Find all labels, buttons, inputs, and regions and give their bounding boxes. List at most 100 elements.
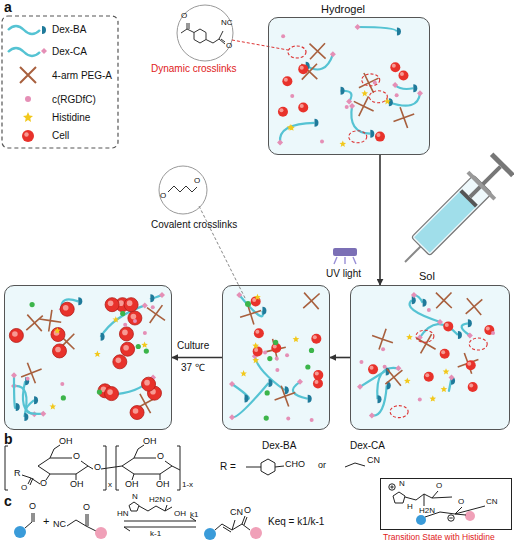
covalent-crosslink bbox=[267, 356, 272, 361]
cell bbox=[119, 327, 133, 341]
line-shape bbox=[405, 246, 421, 262]
ba-group bbox=[25, 377, 29, 385]
rect-shape bbox=[414, 191, 476, 253]
panel-letter: a bbox=[4, 0, 12, 15]
rgd-dot bbox=[286, 417, 290, 421]
dextran-chain bbox=[280, 123, 315, 143]
cell-core bbox=[273, 345, 277, 349]
ba-group bbox=[389, 98, 393, 106]
covalent-crosslink bbox=[144, 349, 149, 354]
chem-label: OH bbox=[174, 510, 186, 519]
cell-core bbox=[469, 384, 473, 388]
path-shape bbox=[168, 186, 197, 192]
ca-group bbox=[355, 24, 361, 30]
histidine-star bbox=[113, 316, 120, 322]
circle-shape bbox=[14, 526, 26, 538]
cell-core bbox=[12, 331, 18, 337]
rgd-dot bbox=[491, 331, 495, 335]
circle-shape bbox=[448, 515, 454, 521]
ba-group bbox=[245, 394, 249, 402]
path-shape bbox=[232, 40, 288, 50]
ca-group bbox=[277, 139, 283, 145]
rgd-dot bbox=[381, 347, 385, 351]
rgd-dot bbox=[133, 319, 137, 323]
ba-group bbox=[78, 297, 82, 305]
ca-group bbox=[229, 414, 235, 420]
histidine-star bbox=[361, 90, 368, 96]
ba-group bbox=[24, 413, 28, 421]
path-shape bbox=[334, 257, 356, 264]
chem-label: CN bbox=[486, 498, 498, 507]
dextran-chain bbox=[351, 106, 370, 134]
dextran-chain bbox=[395, 85, 413, 89]
cell-core bbox=[376, 133, 380, 137]
cell bbox=[124, 298, 138, 312]
cell bbox=[105, 298, 119, 312]
box-fill bbox=[268, 17, 430, 155]
chem-label: Dynamic crosslinks bbox=[151, 63, 237, 74]
histidine-star bbox=[430, 395, 437, 401]
chem-label: k-1 bbox=[150, 530, 161, 539]
chem-label: O bbox=[436, 482, 442, 491]
rect-shape bbox=[490, 152, 514, 177]
chem-label: O bbox=[194, 177, 200, 186]
chem-label: N bbox=[399, 480, 405, 489]
cell-core bbox=[123, 345, 129, 351]
path-shape bbox=[25, 513, 34, 528]
cell bbox=[52, 344, 66, 358]
scene-box: Covalent crosslinks bbox=[222, 285, 330, 430]
dextran-chain bbox=[358, 27, 397, 31]
histidine-star bbox=[441, 386, 448, 392]
cell-core bbox=[55, 347, 61, 353]
ca-group bbox=[357, 384, 363, 390]
chem-label: Dex-BA bbox=[262, 440, 296, 451]
chem-label: CN bbox=[367, 456, 380, 466]
ca-group bbox=[417, 90, 423, 96]
histidine-star bbox=[50, 403, 57, 409]
scene-box bbox=[4, 285, 172, 430]
path-shape bbox=[116, 446, 119, 490]
chem-label: O bbox=[244, 506, 251, 516]
cell-core bbox=[107, 389, 113, 395]
box-heading: Transition State with Histidine bbox=[383, 533, 495, 542]
chem-label: x bbox=[108, 481, 112, 490]
box-fill bbox=[4, 285, 172, 430]
chem-label: O bbox=[458, 498, 464, 507]
ca-group bbox=[467, 332, 473, 338]
edge-label: UV light bbox=[326, 268, 361, 279]
chem-label: + bbox=[43, 515, 49, 527]
chem-label: CN bbox=[230, 508, 243, 518]
circle-shape bbox=[465, 511, 475, 521]
chem-label: O bbox=[29, 502, 36, 512]
chem-label: Dex-CA bbox=[350, 440, 385, 451]
flow-arrow bbox=[330, 357, 350, 359]
peg-arm bbox=[458, 353, 479, 374]
legend-text: 4-arm PEG-A bbox=[52, 70, 112, 81]
path-shape bbox=[41, 48, 47, 54]
rgd-dot bbox=[345, 105, 349, 109]
chem-label: 37 ℃ bbox=[181, 362, 205, 373]
cell-core bbox=[131, 314, 137, 320]
cell-core bbox=[300, 66, 304, 70]
dynamic-crosslink bbox=[469, 338, 487, 350]
path-shape bbox=[38, 458, 88, 474]
cell-core bbox=[300, 104, 304, 108]
cell bbox=[298, 64, 308, 74]
ba-group bbox=[423, 299, 427, 307]
circle-shape bbox=[24, 132, 28, 136]
polygon-shape bbox=[23, 112, 33, 122]
ba-group bbox=[308, 395, 312, 403]
chem-label: O bbox=[21, 484, 27, 493]
cell-core bbox=[486, 326, 490, 330]
rgd-dot bbox=[151, 305, 155, 309]
rgd-dot bbox=[60, 382, 64, 386]
circle-shape bbox=[177, 5, 233, 61]
box-heading: Covalent crosslinks bbox=[151, 219, 237, 230]
chem-label: H2N bbox=[419, 507, 435, 516]
cell bbox=[128, 311, 142, 325]
circle-shape bbox=[416, 515, 426, 525]
histidine-star bbox=[54, 327, 61, 333]
box-fill bbox=[380, 478, 512, 530]
chem-label: O bbox=[83, 503, 90, 513]
